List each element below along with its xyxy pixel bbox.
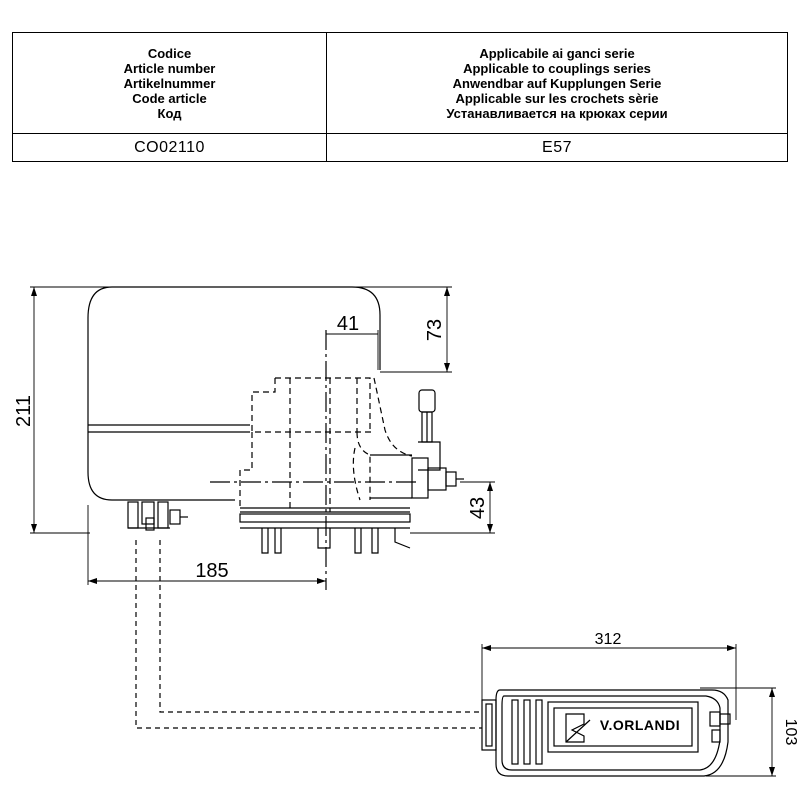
article-number-header: Codice Article number Artikelnummer Code… [13, 33, 326, 133]
control-unit-top-view [481, 689, 731, 777]
dimension-73-label: 73 [424, 319, 446, 341]
dimension-103-label: 103 [782, 719, 799, 746]
header-line: Anwendbar auf Kupplungen Serie [452, 75, 662, 91]
dimension-lines [30, 286, 776, 777]
dimension-41-label: 41 [337, 313, 359, 335]
spec-table: Codice Article number Artikelnummer Code… [12, 32, 788, 162]
connecting-cable-dashed [135, 540, 482, 729]
dimension-arrows [31, 287, 775, 776]
dimension-312-label: 312 [595, 631, 622, 648]
header-line: Artikelnummer [123, 75, 216, 91]
header-line: Codice [147, 45, 192, 61]
housing-outline [87, 286, 381, 501]
connector-assembly [370, 389, 464, 499]
table-column-divider [326, 33, 327, 161]
header-line: Applicabile ai ganci serie [479, 45, 635, 61]
article-code-value: CO02110 [134, 139, 205, 156]
table-row-divider [13, 133, 787, 134]
header-line: Устанавливается на крюках серии [446, 105, 668, 121]
dimension-211-label: 211 [13, 395, 35, 427]
applicable-series-header: Applicabile ai ganci serie Applicable to… [327, 33, 787, 133]
dimension-43-label: 43 [467, 497, 489, 519]
header-line: Applicable sur les crochets sèrie [455, 90, 659, 106]
centre-lines [210, 330, 420, 590]
header-line: Code article [132, 90, 207, 106]
dimension-185-label: 185 [195, 560, 228, 582]
base-plate [239, 507, 411, 554]
series-value: E57 [542, 139, 572, 156]
left-clamp [127, 501, 188, 531]
header-line: Код [157, 105, 182, 121]
header-line: Applicable to couplings series [463, 60, 651, 76]
internal-mechanism-dashed [239, 377, 413, 512]
brand-logo-text: V.ORLANDI [600, 717, 680, 733]
header-line: Article number [123, 60, 216, 76]
